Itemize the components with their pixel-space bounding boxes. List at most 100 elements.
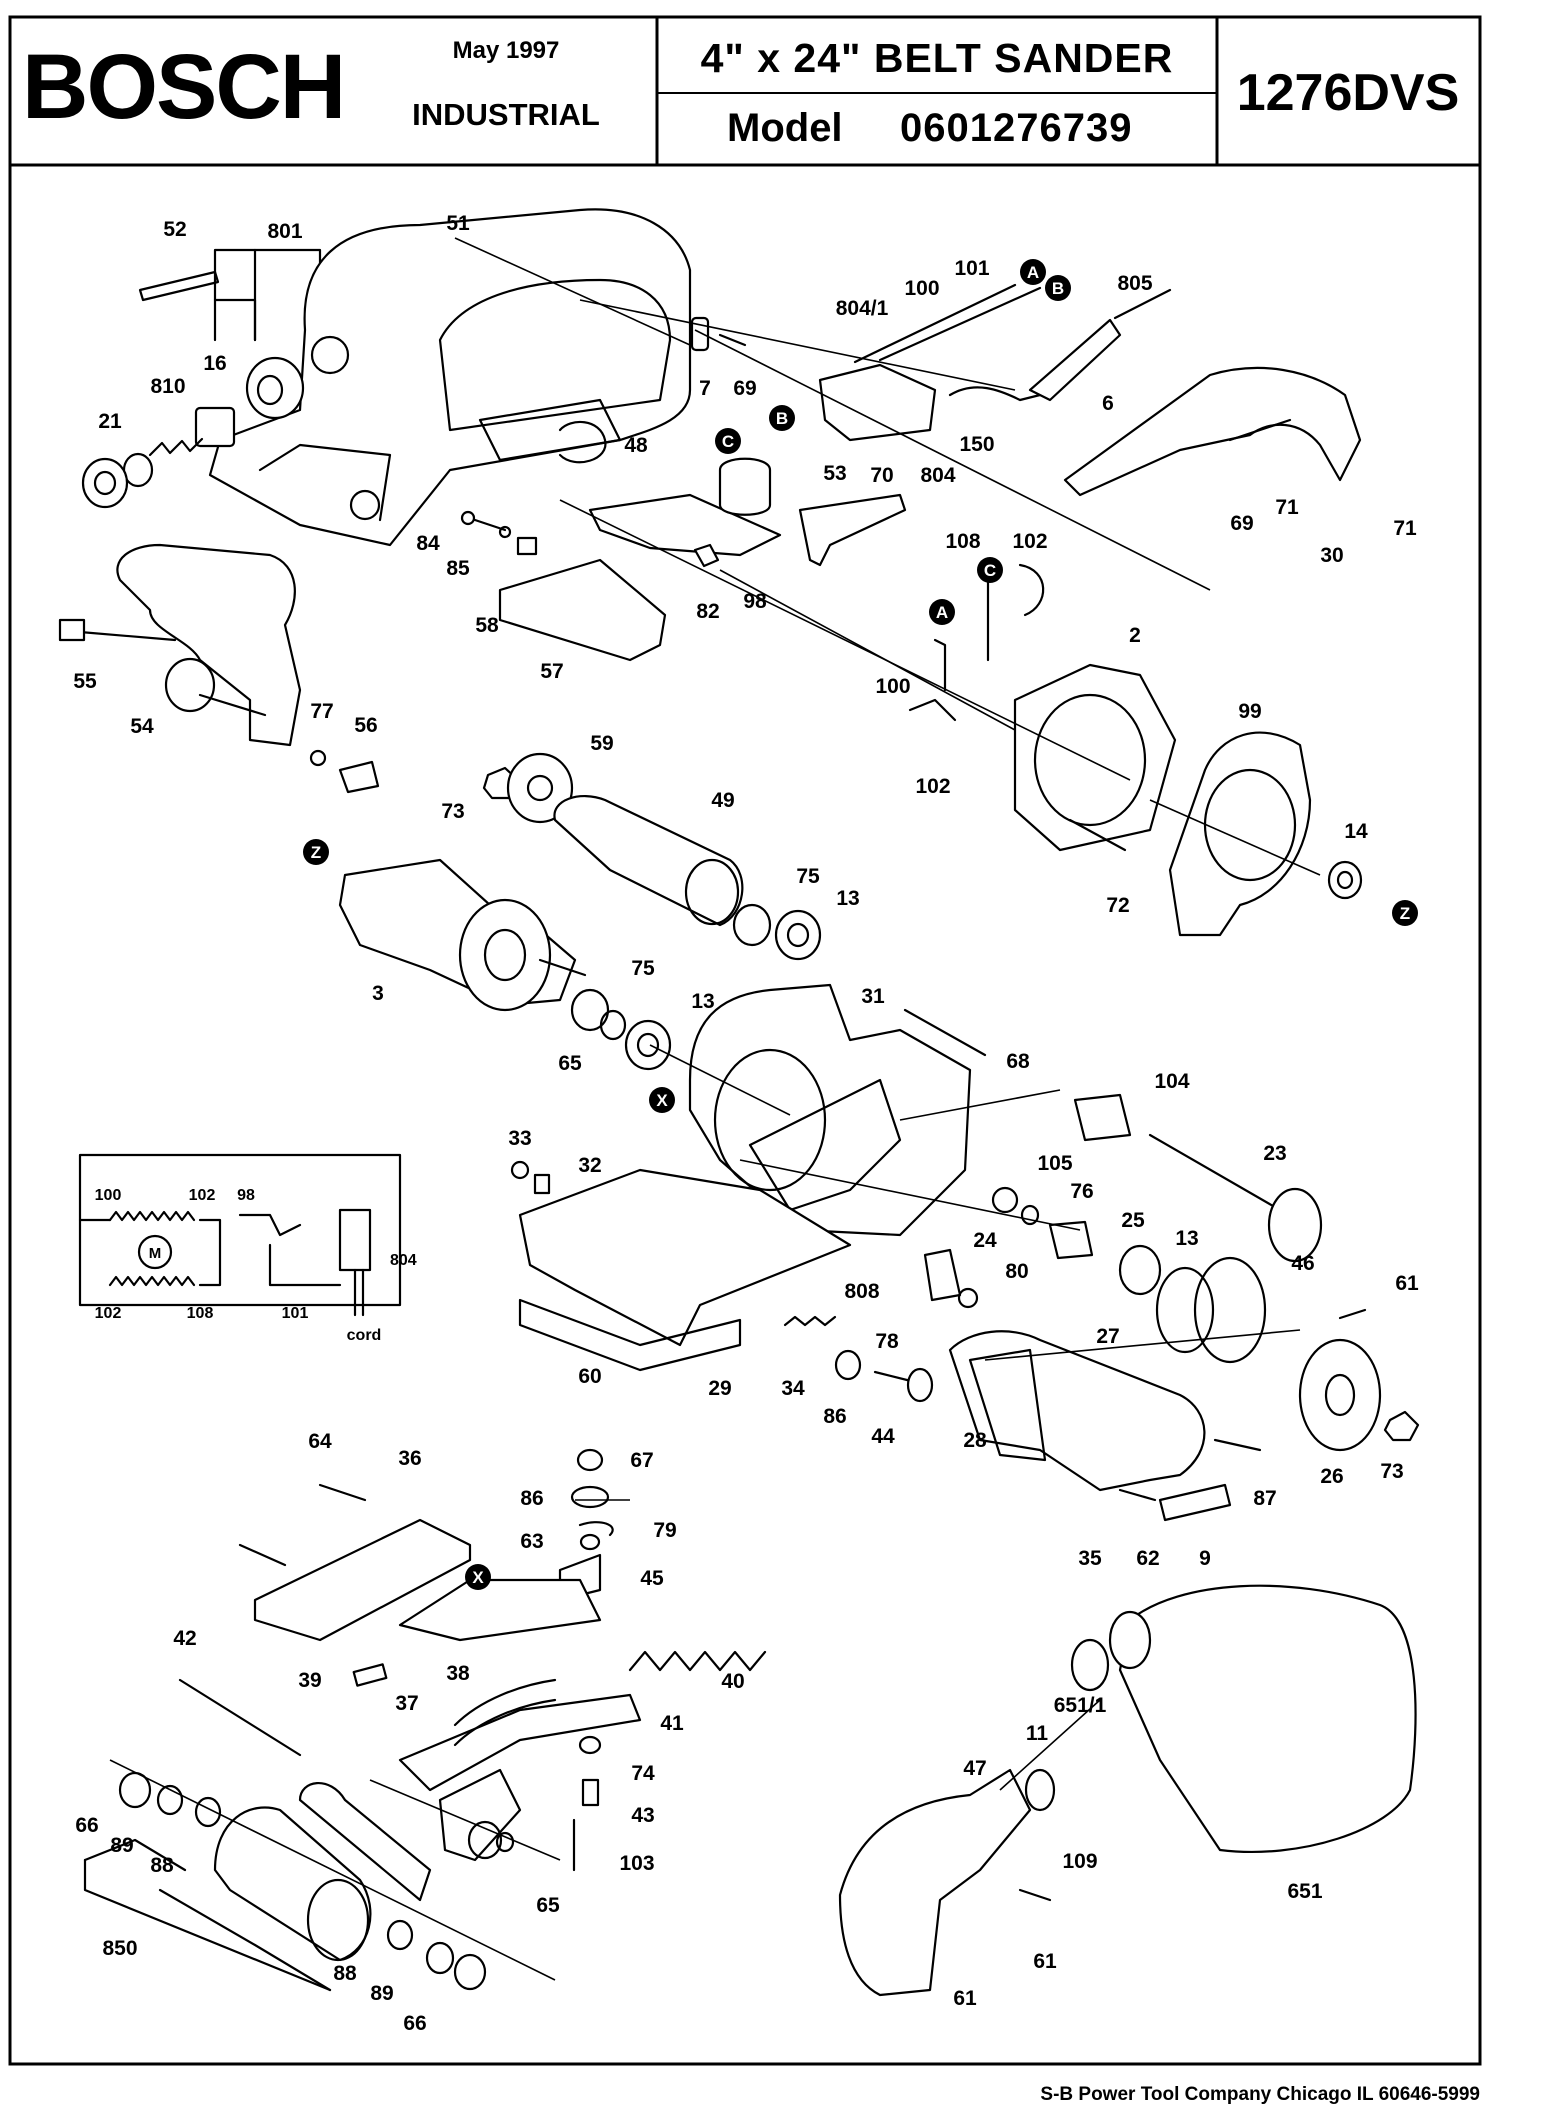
- header: BOSCH May 1997 INDUSTRIAL 4" x 24" BELT …: [8, 15, 1482, 2066]
- field-coil: [1013, 663, 1177, 852]
- callout-26: 26: [1320, 1465, 1343, 1488]
- wiring-schematic: [78, 1153, 402, 1317]
- callout-2: 2: [1129, 624, 1141, 647]
- schematic-label-102-top: 102: [189, 1187, 216, 1204]
- callout-71-left: 71: [1275, 496, 1299, 519]
- belt-cover-57: [498, 558, 667, 662]
- callout-72: 72: [1106, 894, 1129, 917]
- sheet-frame: [8, 15, 1482, 2066]
- gear-housing: [1193, 1256, 1267, 1364]
- schematic-motor-label: M: [149, 1245, 162, 1262]
- dust-elbow: [838, 1768, 1032, 1997]
- motor-housing: [688, 983, 972, 1237]
- callout-9: 9: [1199, 1547, 1211, 1570]
- part-drawings: [58, 208, 1420, 1997]
- platen-block: [253, 1518, 472, 1642]
- leader-lines: [109, 237, 1321, 1981]
- callout-49: 49: [711, 789, 734, 812]
- marker-z-bearing: Z: [1400, 904, 1410, 923]
- callout-104: 104: [1154, 1070, 1189, 1093]
- brand-logo: BOSCH: [22, 36, 344, 138]
- schematic-label-102-bottom: 102: [95, 1305, 122, 1322]
- callout-30: 30: [1320, 544, 1343, 567]
- product-title: 4" x 24" BELT SANDER: [701, 35, 1174, 81]
- switch-assembly: [818, 363, 937, 442]
- callout-31: 31: [861, 985, 885, 1008]
- header-division: INDUSTRIAL: [412, 97, 600, 132]
- callout-808: 808: [844, 1280, 879, 1303]
- callout-70: 70: [870, 464, 893, 487]
- marker-c-field: C: [984, 561, 996, 580]
- callout-35: 35: [1078, 1547, 1102, 1570]
- schematic-cord-label: cord: [347, 1327, 382, 1344]
- callout-62: 62: [1136, 1547, 1159, 1570]
- callout-80: 80: [1005, 1260, 1028, 1283]
- fan-baffle: [1168, 731, 1312, 937]
- callout-88-lower: 88: [333, 1962, 357, 1985]
- callout-64: 64: [308, 1430, 332, 1453]
- callout-65-upper: 65: [558, 1052, 582, 1075]
- callout-108: 108: [945, 530, 980, 553]
- callout-77: 77: [310, 700, 333, 723]
- callout-68: 68: [1006, 1050, 1030, 1073]
- callout-150: 150: [959, 433, 994, 456]
- callout-82: 82: [696, 600, 719, 623]
- callout-14: 14: [1344, 820, 1368, 843]
- carbon-brush: [194, 406, 236, 448]
- callout-804-1: 804/1: [836, 297, 889, 320]
- marker-x-housing: X: [656, 1091, 668, 1110]
- brush-cap: [81, 457, 129, 509]
- schematic-labels: 100 102 98 102 108 101 804 M cord: [95, 1187, 417, 1344]
- callout-99: 99: [1238, 700, 1261, 723]
- strain-relief: [1028, 318, 1122, 402]
- switch-symbol: [338, 1208, 372, 1272]
- model-code: 1276DVS: [1237, 64, 1460, 122]
- dust-bag: [1118, 1584, 1417, 1854]
- callout-850: 850: [102, 1937, 137, 1960]
- callout-66-lower: 66: [403, 2012, 426, 2035]
- callout-53: 53: [823, 462, 846, 485]
- callout-56: 56: [354, 714, 377, 737]
- callout-84: 84: [416, 532, 440, 555]
- marker-b-upper: B: [1052, 279, 1064, 298]
- model-number: 0601276739: [900, 106, 1132, 150]
- callout-51: 51: [446, 212, 470, 235]
- motor-symbol: [137, 1234, 173, 1270]
- model-label: Model: [727, 106, 843, 150]
- callout-60: 60: [578, 1365, 601, 1388]
- callout-810: 810: [150, 375, 185, 398]
- marker-a-field: A: [936, 603, 948, 622]
- callout-13-middle: 13: [691, 990, 714, 1013]
- callout-55: 55: [73, 670, 97, 693]
- callout-71-right: 71: [1393, 517, 1417, 540]
- callout-88-upper: 88: [150, 1854, 174, 1877]
- callout-61-elbow-right: 61: [1033, 1950, 1057, 1973]
- callout-16: 16: [203, 352, 226, 375]
- callout-52: 52: [163, 218, 186, 241]
- reference-markers: A B B C C A Z Z X X: [303, 259, 1418, 1590]
- callout-54: 54: [130, 715, 154, 738]
- tension-lever: [398, 1693, 642, 1792]
- bearing-13-lower: [624, 1019, 672, 1071]
- bearing-13-upper: [774, 909, 822, 961]
- callout-804-upper: 804: [920, 464, 955, 487]
- callout-100-lower: 100: [875, 675, 910, 698]
- callout-105: 105: [1037, 1152, 1072, 1175]
- callout-69-upper: 69: [733, 377, 756, 400]
- callout-34: 34: [781, 1377, 805, 1400]
- front-handle: [1063, 366, 1362, 497]
- callout-44: 44: [871, 1425, 895, 1448]
- callout-79: 79: [653, 1519, 676, 1542]
- base-plate: [518, 1168, 852, 1347]
- callout-33: 33: [508, 1127, 531, 1150]
- callout-651-1: 651/1: [1054, 1694, 1107, 1717]
- housing: [208, 208, 692, 547]
- callout-66-upper: 66: [75, 1814, 98, 1837]
- callout-29: 29: [708, 1377, 731, 1400]
- marker-c-switch: C: [722, 432, 734, 451]
- marker-x-platen: X: [472, 1568, 484, 1587]
- callout-3: 3: [372, 982, 384, 1005]
- callout-100-upper: 100: [904, 277, 939, 300]
